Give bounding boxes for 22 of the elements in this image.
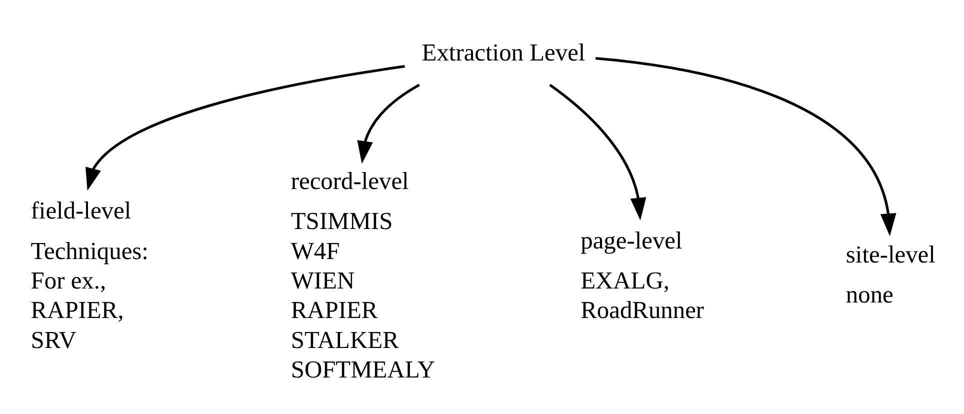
- node-text: Extraction Level: [422, 40, 586, 67]
- node-label: RAPIER,: [30, 297, 124, 324]
- arrow: [357, 84, 420, 164]
- node-text: record-level: [290, 168, 409, 196]
- node-text: page-level: [580, 227, 682, 254]
- node-label: W4F: [290, 238, 340, 265]
- arrow: [86, 65, 405, 191]
- node-label: none: [846, 281, 894, 308]
- node-label: WIEN: [290, 268, 355, 295]
- arrow: [549, 84, 646, 221]
- node-text: field-level: [30, 198, 132, 225]
- node-label: SRV: [30, 326, 76, 354]
- node-label: TSIMMIS: [290, 208, 393, 236]
- node-label: EXALG,: [580, 268, 670, 295]
- arrow: [595, 57, 896, 236]
- node-label: RoadRunner: [580, 297, 704, 324]
- node-label: For ex.,: [30, 268, 106, 295]
- node-label: RAPIER: [290, 297, 378, 324]
- node-text: site-level: [846, 241, 936, 268]
- node-label: STALKER: [290, 326, 399, 354]
- node-label: SOFTMEALY: [290, 356, 435, 384]
- node-label: Techniques:: [30, 238, 148, 265]
